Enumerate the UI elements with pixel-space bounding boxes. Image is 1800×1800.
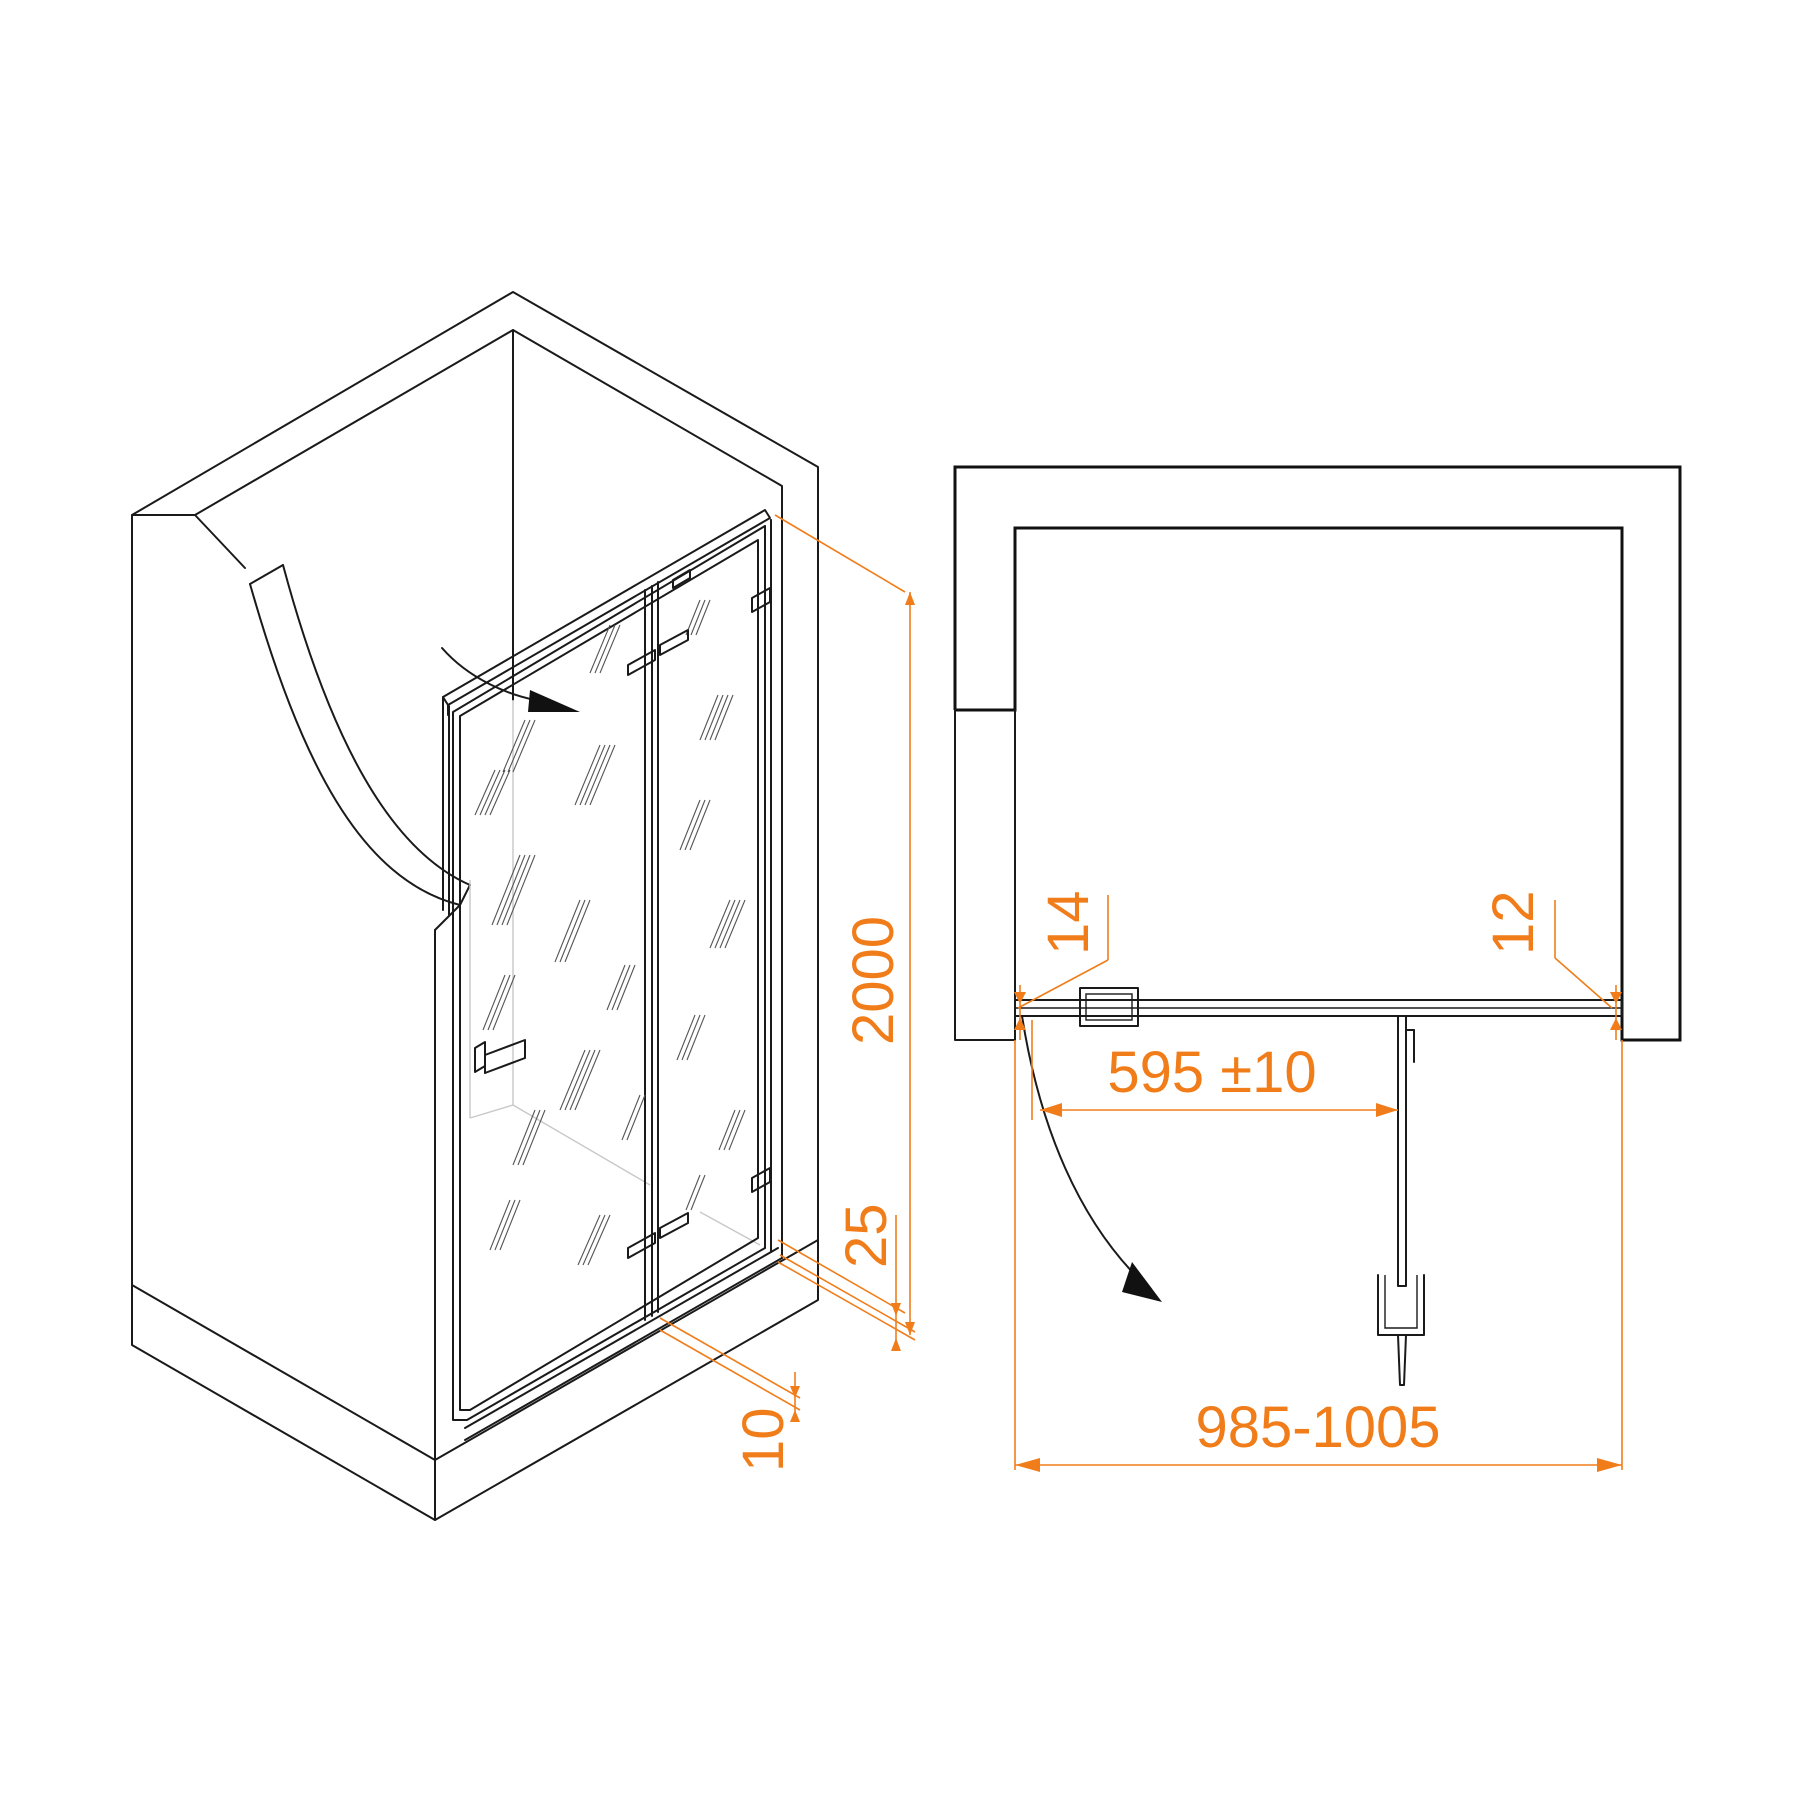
right-clearance-label: 12 bbox=[1481, 890, 1546, 955]
hinge-top-right bbox=[751, 587, 771, 613]
left-clearance-label: 14 bbox=[1036, 890, 1101, 955]
shower-enclosure-walls bbox=[131, 291, 819, 1521]
bottom-gap-dimension bbox=[777, 1215, 916, 1351]
interior-guide-lines bbox=[469, 700, 761, 1246]
plan-swing-arc bbox=[1021, 1015, 1162, 1302]
door-opening-dimension bbox=[1031, 1020, 1398, 1120]
plan-view: 14 12 595 ±10 985-1005 bbox=[953, 465, 1682, 1472]
door-gap-label: 10 bbox=[731, 1407, 796, 1472]
door-gap-dimension bbox=[659, 1317, 801, 1422]
hinge-small-top bbox=[672, 569, 691, 589]
hinge-bottom-left bbox=[627, 1232, 656, 1259]
hinge-top-mid bbox=[659, 629, 689, 656]
door-handle bbox=[474, 1039, 526, 1074]
swing-direction-arrow bbox=[441, 647, 580, 712]
door-opening-label: 595 ±10 bbox=[1107, 1040, 1316, 1105]
glass-reflection-hatching bbox=[474, 599, 746, 1266]
hinge-bottom-right bbox=[751, 1167, 771, 1193]
door-hinges bbox=[627, 569, 771, 1259]
height-label: 2000 bbox=[841, 916, 906, 1045]
hinge-bottom-mid bbox=[659, 1212, 689, 1239]
right-clearance-dimension bbox=[1554, 900, 1622, 1040]
isometric-view: 2000 25 10 bbox=[131, 291, 916, 1521]
total-width-dimension bbox=[1014, 1040, 1623, 1472]
height-dimension bbox=[774, 514, 916, 1335]
left-clearance-dimension bbox=[1014, 895, 1109, 1040]
hinge-top-left bbox=[627, 649, 656, 676]
bifold-door bbox=[442, 509, 772, 1421]
plan-door-profile bbox=[1014, 987, 1623, 1386]
bottom-gap-label: 25 bbox=[834, 1203, 899, 1268]
total-width-label: 985-1005 bbox=[1195, 1395, 1440, 1460]
